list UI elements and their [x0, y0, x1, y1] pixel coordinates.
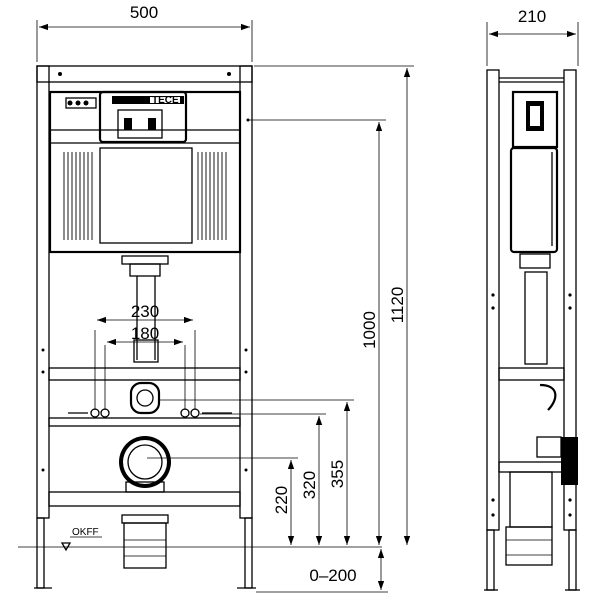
dimension-spacing: 230 180: [97, 302, 193, 346]
dimension-height-1120: 1120: [254, 65, 414, 545]
side-flush-pipe: [524, 271, 548, 365]
right-leg: [244, 517, 253, 589]
cross-rail-lower: [48, 491, 241, 507]
dimension-label-210: 210: [518, 7, 546, 26]
right-upright: [239, 65, 253, 519]
dimension-label-220: 220: [272, 486, 291, 514]
fixing-bolts: [68, 330, 232, 418]
dimension-label-1120: 1120: [388, 287, 407, 324]
side-view: 210: [484, 7, 580, 591]
dimension-label-1000: 1000: [360, 311, 379, 349]
side-drain-connector: [561, 437, 578, 485]
supply-connector: [129, 381, 161, 415]
dimension-label-230: 230: [131, 302, 159, 321]
cistern-panel: [99, 147, 193, 244]
left-leg: [36, 517, 45, 589]
cistern-ribs: [63, 152, 227, 240]
floor-level-marker: [60, 542, 72, 552]
dimension-width-500: 500: [36, 3, 253, 62]
dimension-label-320: 320: [300, 471, 319, 499]
cross-rail-upper: [48, 367, 241, 381]
cistern: [48, 90, 242, 254]
front-view: TECE: [34, 65, 256, 589]
dimension-adjust-range: 0–200: [256, 549, 388, 593]
dimension-label-355: 355: [328, 460, 347, 488]
cross-rail-middle: [48, 417, 241, 427]
dimension-height-220: 220: [147, 457, 298, 545]
side-drain-pipe: [509, 471, 553, 528]
top-rail: [36, 65, 253, 83]
dimension-height-355: 355: [160, 399, 354, 545]
dimension-height-1000: 1000: [246, 118, 386, 545]
dimension-label-180: 180: [131, 324, 159, 343]
side-cistern-body: [509, 146, 559, 254]
dimension-label-adjust: 0–200: [309, 566, 356, 585]
dimension-height-320: 320: [200, 413, 326, 545]
svg-text:TECE: TECE: [152, 95, 179, 106]
side-upright-rear: [486, 69, 500, 531]
left-upright: [36, 65, 50, 519]
drain-bend: [119, 436, 171, 569]
dimension-label-500: 500: [130, 3, 158, 22]
flush-actuator: [98, 90, 188, 144]
floor-level-label: OKFF: [72, 527, 99, 538]
